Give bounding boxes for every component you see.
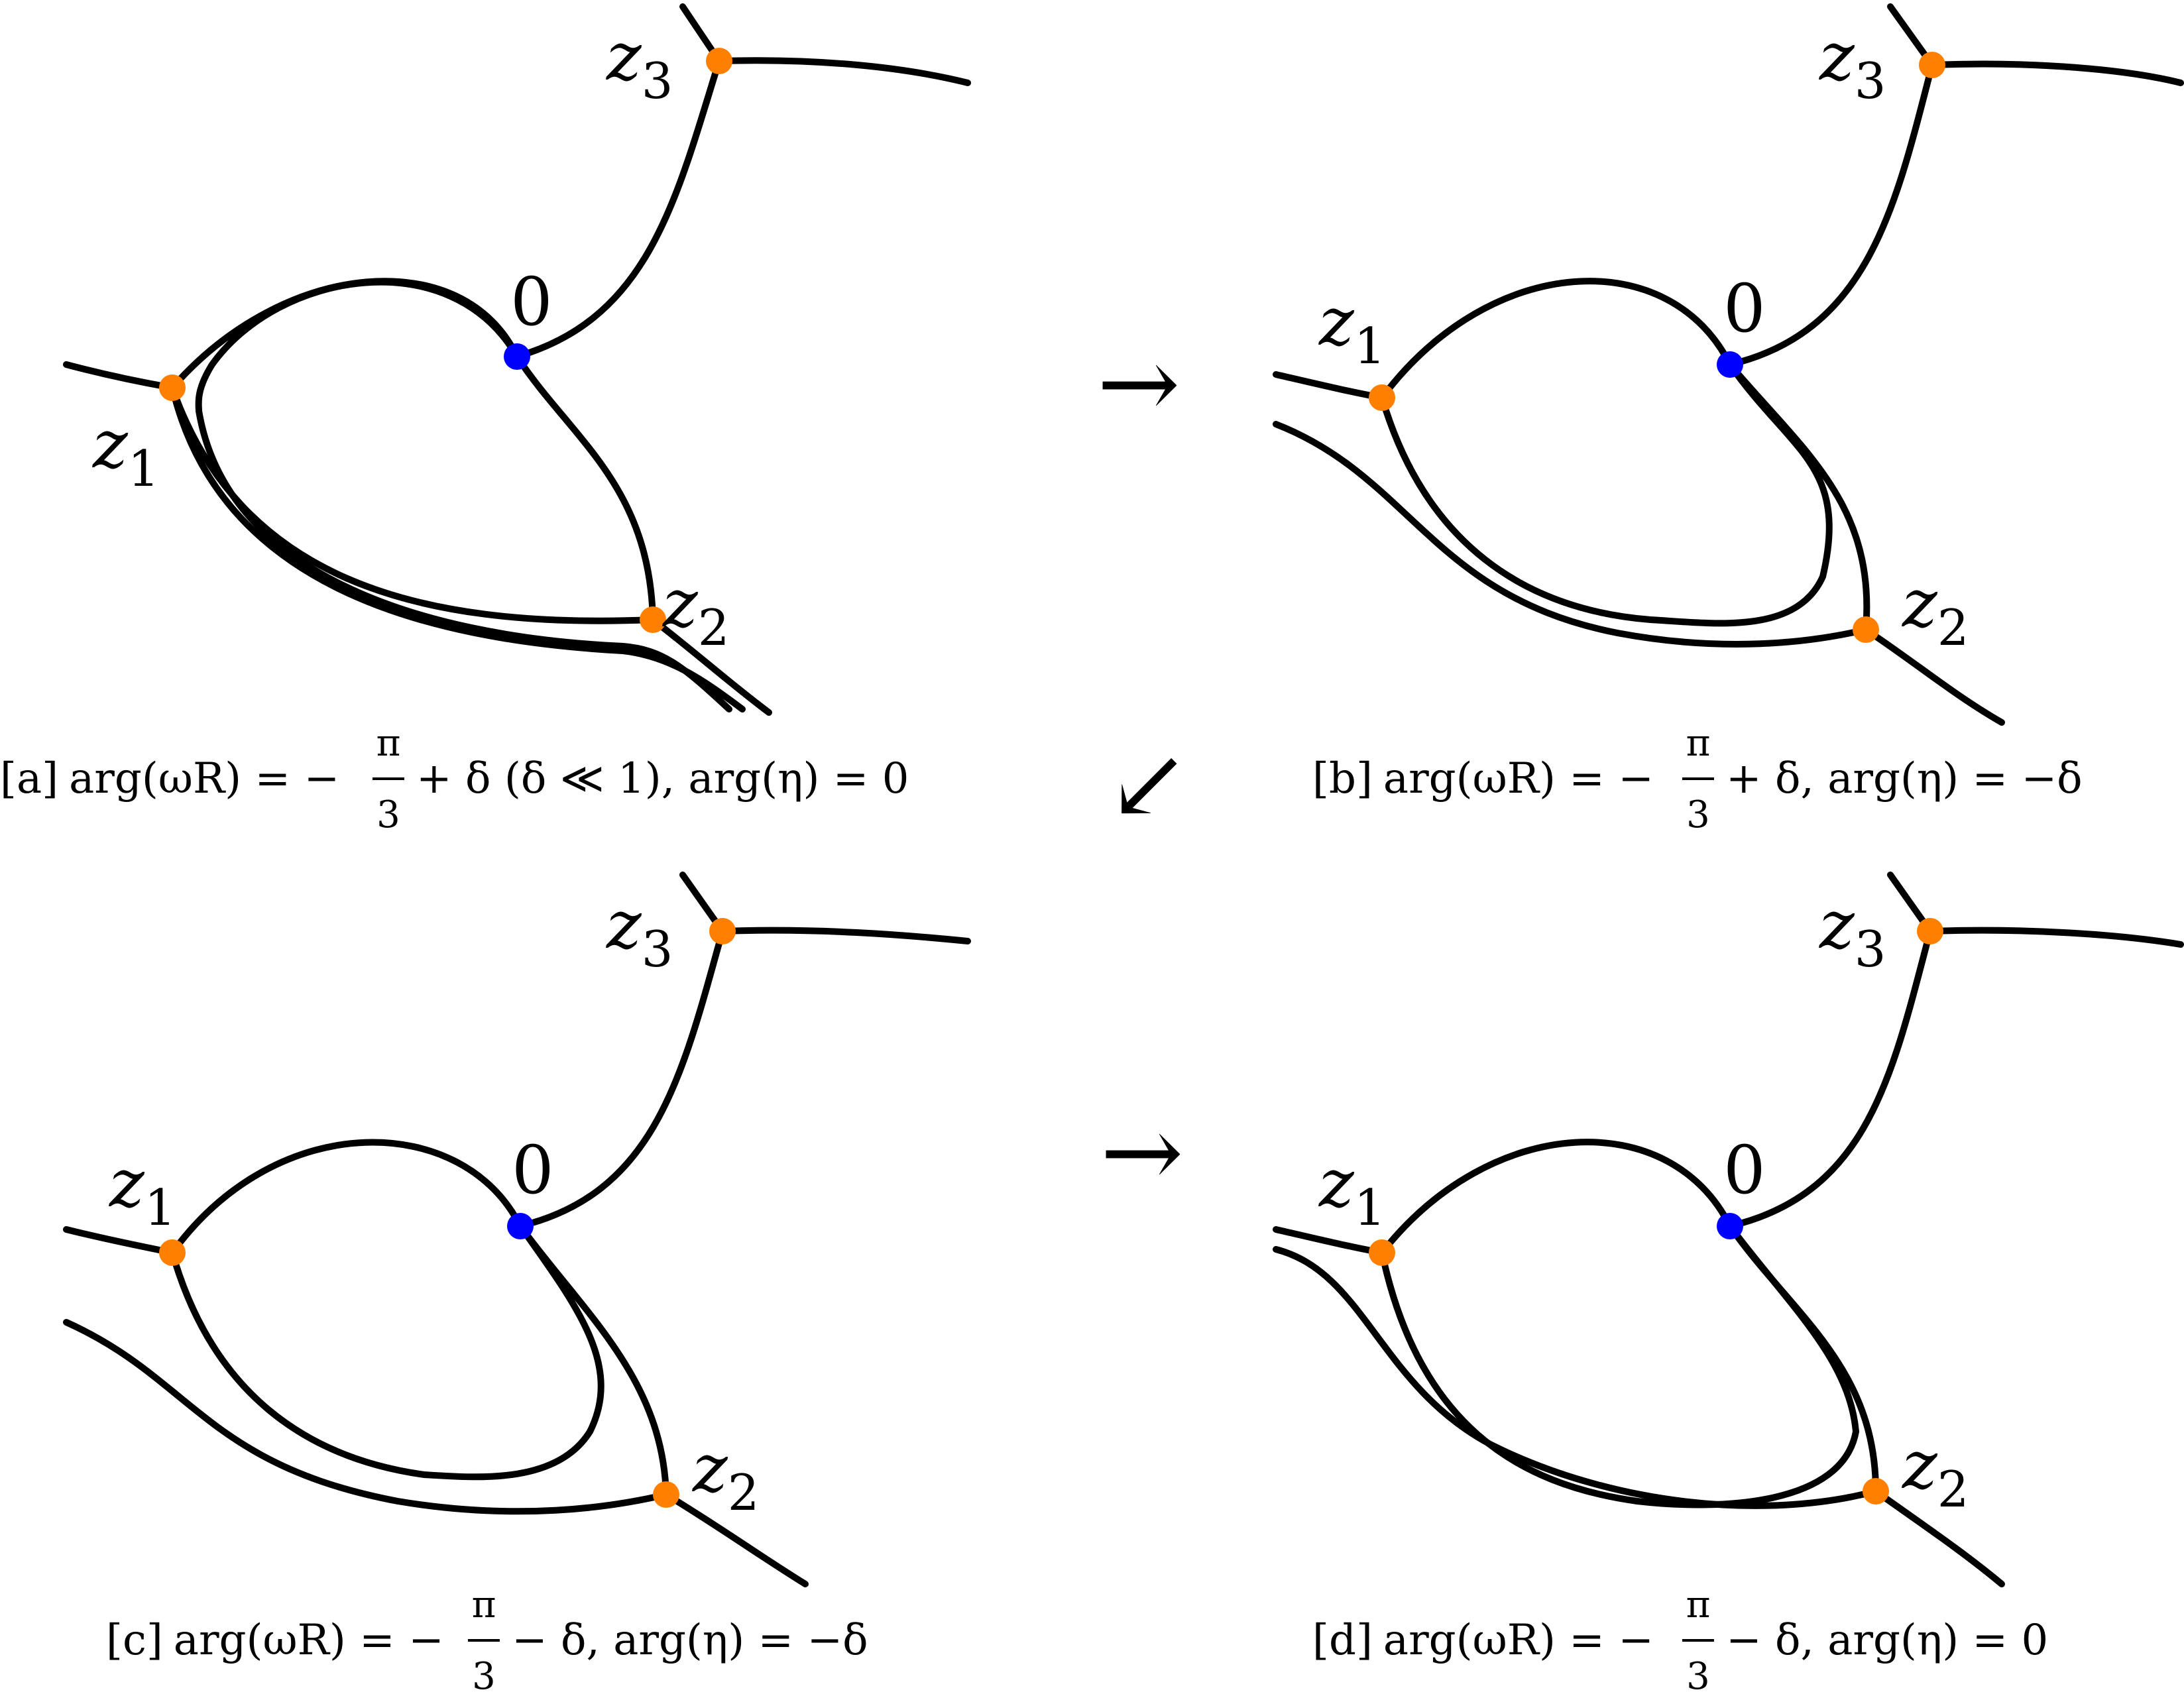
panel-a-curves	[63, 3, 971, 716]
curve-origin-to-z2	[517, 1223, 669, 1498]
z3-label: z3	[606, 886, 673, 978]
caption-d-rhs: − δ, arg(η) = 0	[1726, 1616, 2048, 1665]
panel-c: z1 z2 z3 0 [c]arg(ωR) = − π 3 − δ, arg(η…	[63, 872, 971, 1698]
z2-branch-point	[640, 606, 666, 633]
caption-a-lhs: [a]arg(ωR) = −	[0, 754, 339, 803]
caption-c-frac-den: 3	[472, 1655, 496, 1698]
z3-branch-point	[1919, 52, 1945, 78]
panel-a: z1 z2 z3 0 [a]arg(ωR) = − π 3 + δ (δ ≪ 1…	[0, 3, 971, 836]
caption-c-rhs: − δ, arg(η) = −δ	[512, 1616, 868, 1665]
curve-left-tail	[1273, 371, 1385, 401]
curve-z2-tail	[1872, 1488, 2005, 1587]
origin-point	[504, 343, 530, 370]
curve-loop-top	[169, 278, 520, 391]
z1-branch-point	[1369, 384, 1395, 411]
z3-label: z3	[1819, 18, 1886, 110]
curve-loop-top	[1379, 1139, 1733, 1256]
caption-a-frac-num: π	[376, 722, 401, 765]
z3-branch-point	[709, 918, 736, 944]
caption-d-frac-den: 3	[1686, 1655, 1710, 1698]
curve-loop-top	[1379, 278, 1733, 401]
z2-branch-point	[1863, 1478, 1889, 1505]
z1-label: z1	[1318, 1145, 1385, 1237]
z2-label: z2	[1902, 565, 1969, 657]
z1-branch-point	[159, 1239, 186, 1266]
z2-branch-point	[653, 1481, 679, 1508]
caption-b-lhs: [b]arg(ωR) = −	[1312, 754, 1654, 803]
z1-label: z1	[92, 406, 159, 498]
caption-d: [d]arg(ωR) = − π 3 − δ, arg(η) = 0	[1312, 1583, 2048, 1698]
z3-label: z3	[606, 18, 673, 110]
arrow-c-to-d: →	[1100, 1095, 1184, 1210]
z1-label: z1	[1318, 283, 1385, 375]
curve-z1-to-z2-inner	[196, 408, 732, 712]
curve-origin-to-z2	[1727, 361, 1870, 633]
curve-origin-to-z2	[514, 353, 656, 623]
curve-left-lower-tail	[63, 1319, 669, 1515]
arrow-b-to-c: ↙	[1107, 727, 1190, 842]
caption-d-frac-num: π	[1686, 1583, 1711, 1626]
caption-d-lhs: [d]arg(ωR) = −	[1312, 1616, 1654, 1665]
curve-z3-right	[1929, 60, 2184, 86]
arrow-a-to-b: →	[1097, 326, 1180, 441]
curve-z3-to-origin	[1727, 928, 1933, 1229]
caption-c-lhs: [c]arg(ωR) = −	[106, 1616, 444, 1665]
curve-z1-to-z2-middle	[169, 384, 746, 712]
curve-z3-right	[716, 57, 971, 86]
curve-z2-tail	[1863, 626, 2005, 726]
z1-label: z1	[109, 1145, 176, 1237]
curve-left-lower-tail	[1273, 421, 1869, 648]
caption-c-frac-num: π	[472, 1583, 496, 1626]
caption-a: [a]arg(ωR) = − π 3 + δ (δ ≪ 1), arg(η) =…	[0, 722, 909, 836]
z2-label: z2	[692, 1430, 759, 1522]
curve-left-lower-tail	[1273, 1246, 1879, 1509]
origin-label: 0	[510, 263, 553, 341]
curve-z3-to-origin	[514, 58, 722, 360]
curve-loop-top	[169, 1139, 524, 1256]
curve-z3-to-origin	[517, 928, 726, 1229]
origin-label: 0	[512, 1131, 554, 1209]
curve-left-tail	[63, 361, 176, 391]
caption-b: [b]arg(ωR) = − π 3 + δ, arg(η) = −δ	[1312, 722, 2083, 836]
curve-origin-inner-loop	[1379, 1223, 1859, 1508]
origin-label: 0	[1723, 270, 1766, 347]
panel-b: z1 z2 z3 0 [b]arg(ωR) = − π 3 + δ, arg(η…	[1273, 3, 2184, 836]
origin-point	[1717, 351, 1743, 378]
z2-branch-point	[1853, 616, 1879, 643]
caption-a-rhs: + δ (δ ≪ 1), arg(η) = 0	[416, 754, 909, 803]
curve-origin-to-z2	[1727, 1223, 1879, 1495]
z2-label: z2	[1902, 1426, 1969, 1518]
z3-branch-point	[706, 48, 732, 74]
curve-z3-right	[719, 927, 971, 944]
z3-branch-point	[1917, 918, 1943, 944]
curve-origin-inner-loop	[169, 1223, 604, 1481]
z3-label: z3	[1819, 886, 1886, 978]
z2-label: z2	[662, 565, 729, 657]
z1-branch-point	[159, 374, 186, 401]
origin-point	[507, 1213, 534, 1239]
curve-z3-to-origin	[1727, 62, 1935, 368]
curve-z1-to-z2-outer	[169, 384, 656, 624]
curve-z2-tail	[650, 616, 772, 716]
z1-branch-point	[1369, 1239, 1395, 1266]
caption-a-frac-den: 3	[376, 793, 400, 836]
curve-origin-inner-loop	[1379, 361, 1833, 627]
origin-point	[1717, 1213, 1743, 1239]
caption-c: [c]arg(ωR) = − π 3 − δ, arg(η) = −δ	[106, 1583, 868, 1698]
panel-d: z1 z2 z3 0 [d]arg(ωR) = − π 3 − δ, arg(η…	[1273, 872, 2184, 1698]
origin-label: 0	[1723, 1131, 1766, 1209]
curve-loop-top-inner	[195, 278, 520, 414]
curve-z2-tail	[663, 1491, 809, 1587]
caption-b-frac-num: π	[1686, 722, 1711, 765]
curve-z3-right	[1927, 927, 2184, 948]
caption-b-frac-den: 3	[1686, 793, 1710, 836]
caption-b-rhs: + δ, arg(η) = −δ	[1726, 754, 2083, 803]
